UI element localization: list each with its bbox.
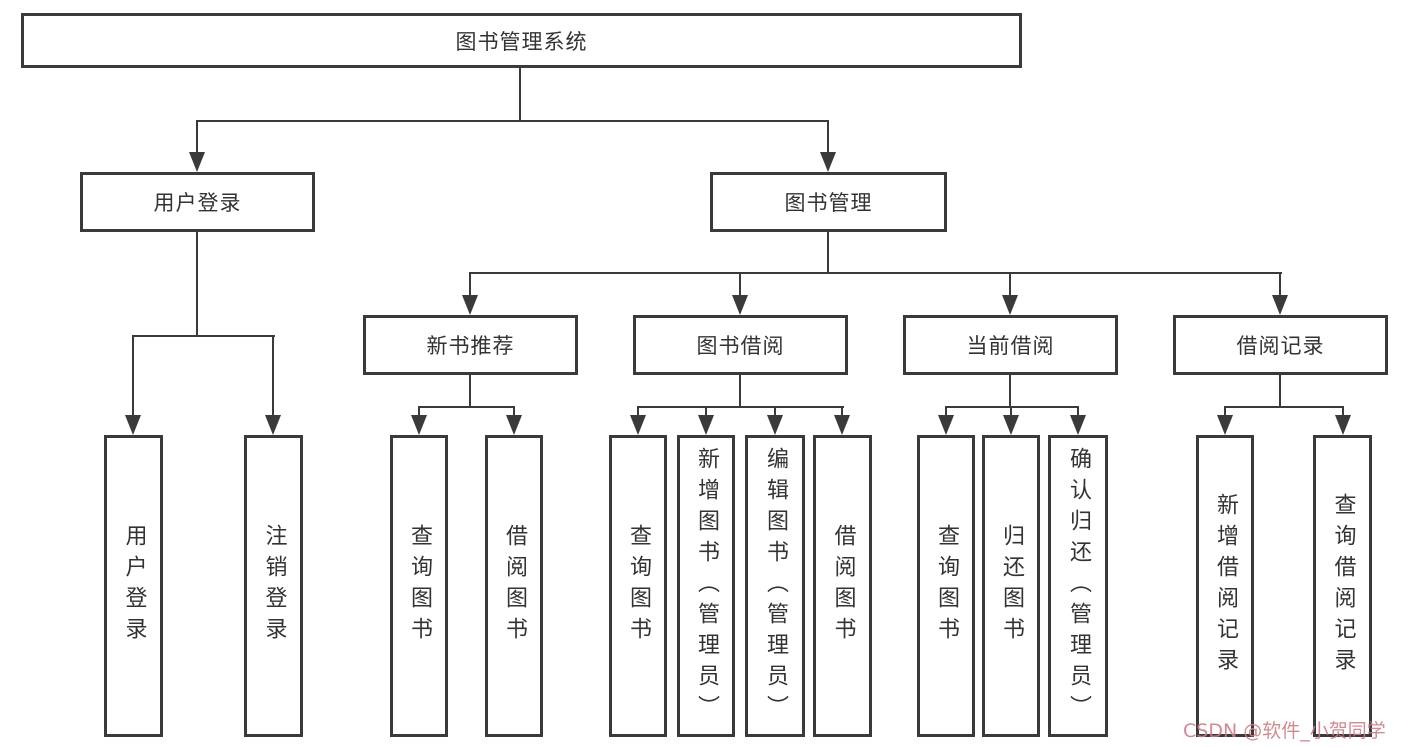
node-label: 图书借阅 [696, 334, 785, 358]
arrow-down-icon [732, 295, 748, 315]
leaf-label: 确认归还（管理员） [1066, 446, 1091, 726]
connector-line [469, 272, 471, 297]
connector-line [469, 375, 471, 408]
leaf-add-borrow-record: 新增借阅记录 [1196, 435, 1254, 737]
connector-line [1279, 375, 1281, 408]
arrow-down-icon [698, 415, 714, 435]
connector-line [418, 406, 420, 417]
arrow-down-icon [820, 152, 836, 172]
connector-line [1224, 406, 1344, 408]
leaf-return-books: 归还图书 [982, 435, 1040, 737]
leaf-borrow-books: 借阅图书 [813, 435, 872, 737]
connector-line [739, 272, 741, 297]
node-label: 当前借阅 [966, 334, 1055, 358]
connector-line [1279, 272, 1281, 297]
connector-line [945, 406, 1079, 408]
connector-line [637, 406, 844, 408]
connector-line [1077, 406, 1079, 417]
node-label: 图书管理系统 [455, 29, 588, 54]
arrow-down-icon [265, 415, 281, 435]
leaf-label: 新增借阅记录 [1213, 493, 1238, 679]
arrow-down-icon [1217, 415, 1233, 435]
connector-line [1009, 272, 1011, 297]
connector-line [418, 406, 515, 408]
arrow-down-icon [462, 295, 478, 315]
leaf-label: 查询借阅记录 [1330, 493, 1356, 679]
arrow-down-icon [506, 415, 522, 435]
arrow-down-icon [1003, 415, 1019, 435]
node-label: 新书推荐 [426, 334, 515, 358]
connector-line [827, 232, 829, 274]
arrow-down-icon [189, 152, 205, 172]
leaf-confirm-return-admin: 确认归还（管理员） [1048, 435, 1108, 737]
leaf-label: 用户登录 [121, 524, 147, 648]
connector-line [841, 406, 843, 417]
arrow-down-icon [767, 415, 783, 435]
leaf-label: 借阅图书 [830, 524, 856, 648]
leaf-query-books-current: 查询图书 [917, 435, 975, 737]
arrow-down-icon [411, 415, 427, 435]
connector-line [637, 406, 639, 417]
leaf-label: 新增图书（管理员） [694, 446, 719, 726]
connector-line [739, 375, 741, 408]
node-label: 用户登录 [153, 191, 242, 215]
connector-line [272, 335, 274, 417]
node-book-borrowing: 图书借阅 [633, 315, 848, 375]
node-library-system: 图书管理系统 [21, 13, 1022, 68]
leaf-label: 查询图书 [934, 524, 959, 648]
leaf-query-borrow-record: 查询借阅记录 [1313, 435, 1372, 737]
connector-line [1010, 406, 1012, 417]
connector-line [1224, 406, 1226, 417]
node-book-management: 图书管理 [710, 172, 947, 232]
arrow-down-icon [1070, 415, 1086, 435]
connector-line [196, 120, 198, 154]
node-new-book-recommend: 新书推荐 [363, 315, 578, 375]
node-label: 借阅记录 [1236, 334, 1325, 358]
arrow-down-icon [1335, 415, 1351, 435]
node-borrowing-records: 借阅记录 [1173, 315, 1388, 375]
connector-line [196, 232, 198, 337]
arrow-down-icon [1272, 295, 1288, 315]
node-label: 图书管理 [784, 191, 873, 215]
leaf-label: 借阅图书 [502, 524, 527, 648]
leaf-edit-books-admin: 编辑图书（管理员） [745, 435, 805, 737]
connector-line [469, 272, 1282, 274]
leaf-borrow-books-recommend: 借阅图书 [485, 435, 543, 737]
arrow-down-icon [125, 415, 141, 435]
leaf-add-books-admin: 新增图书（管理员） [677, 435, 735, 737]
connector-line [774, 406, 776, 417]
connector-line [132, 335, 275, 337]
arrow-down-icon [1002, 295, 1018, 315]
connector-line [513, 406, 515, 417]
node-user-login: 用户登录 [80, 172, 315, 232]
leaf-query-books-recommend: 查询图书 [390, 435, 448, 737]
leaf-label: 编辑图书（管理员） [763, 446, 788, 726]
leaf-label: 查询图书 [407, 524, 432, 648]
leaf-label: 注销登录 [261, 524, 287, 648]
connector-line [132, 335, 134, 417]
connector-line [196, 120, 829, 122]
arrow-down-icon [834, 415, 850, 435]
connector-line [1342, 406, 1344, 417]
connector-line [519, 68, 521, 122]
connector-line [705, 406, 707, 417]
connector-line [945, 406, 947, 417]
connector-line [1009, 375, 1011, 408]
connector-line [827, 120, 829, 154]
leaf-query-books-borrowing: 查询图书 [609, 435, 667, 737]
leaf-label: 归还图书 [999, 524, 1024, 648]
leaf-label: 查询图书 [626, 524, 651, 648]
csdn-watermark: CSDN @软件_小贺同学 [1183, 720, 1386, 742]
leaf-logout: 注销登录 [244, 435, 303, 737]
node-current-borrowing: 当前借阅 [903, 315, 1118, 375]
arrow-down-icon [630, 415, 646, 435]
arrow-down-icon [938, 415, 954, 435]
leaf-user-login: 用户登录 [104, 435, 163, 737]
